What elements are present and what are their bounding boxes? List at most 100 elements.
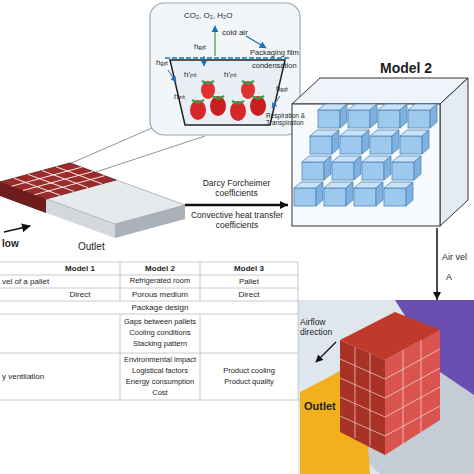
flow-arrow	[436, 228, 438, 300]
pallet-side	[340, 340, 385, 455]
gas-label: CO₂, O₂, H₂O	[184, 11, 264, 20]
pallet-grid	[12, 167, 105, 195]
pallet-cube	[400, 130, 429, 154]
table-cell: Environmental impact	[120, 356, 200, 365]
table-cell: Direct	[40, 290, 120, 299]
pallet-cube	[392, 156, 421, 180]
coefficient-symbol: hₑₓₜ	[194, 42, 214, 51]
pallet-cfd	[298, 300, 474, 474]
pallet-grid	[340, 340, 440, 446]
pallet-model	[0, 163, 185, 238]
table-cell: y ventilation	[2, 372, 102, 381]
node-text: Outlet	[304, 400, 354, 413]
condensation-label: condensation	[252, 62, 302, 71]
node-title: Airflow direction	[300, 318, 344, 338]
zoom-line	[96, 136, 205, 172]
pallet-front	[385, 330, 440, 455]
cut-label: A	[446, 272, 460, 282]
table-rule	[298, 262, 299, 400]
heat-arrow	[168, 70, 176, 82]
table-rule	[200, 262, 201, 301]
gas-arrow	[214, 26, 215, 56]
table-rule	[0, 262, 298, 263]
table-rule	[0, 275, 298, 276]
zoom-line	[60, 128, 152, 168]
node-title: Model 2	[380, 60, 460, 76]
table-rule	[0, 314, 298, 315]
packaging-film	[165, 57, 290, 59]
pallet-side	[0, 182, 46, 213]
flow-arrow	[185, 204, 288, 207]
node-title: Outlet	[78, 241, 122, 253]
strawberry-leaf	[192, 81, 264, 104]
table-rule	[0, 353, 298, 354]
pallet-cube	[348, 104, 377, 128]
cold-air-arrow	[246, 36, 266, 48]
table-cell: Gaps between pallets	[120, 318, 200, 327]
table-cell: Product cooling	[200, 367, 298, 376]
coefficient-symbol: hₑₓₜ	[276, 84, 296, 93]
edge-label: Darcy Forcheimer coefficients	[187, 179, 287, 199]
room-model-box: Model 2	[288, 58, 474, 228]
cold-air-label: cold air	[222, 28, 262, 37]
table-rule	[0, 288, 298, 289]
table-cell: Cooling conditions	[120, 329, 200, 338]
pallet-cube	[310, 130, 339, 154]
coefficient-symbol: h'ᵢₙₜ	[224, 70, 244, 79]
table-cell: Pallet	[200, 277, 298, 286]
coefficient-label: Convective heat transfer coefficients	[182, 211, 292, 231]
table-rule	[0, 400, 298, 401]
zoom-inset	[60, 3, 300, 172]
pallet-cube	[378, 104, 407, 128]
pallet-cube	[302, 156, 331, 180]
room-side	[440, 78, 468, 226]
pallet-cube	[354, 182, 383, 206]
room-top	[292, 78, 468, 104]
pallet-cfd-box: Airflow directionOutlet	[298, 300, 474, 474]
table-header: Model 2	[120, 264, 200, 273]
table-rule	[200, 314, 201, 400]
heat-arrow	[204, 56, 205, 66]
heat-arrow	[272, 96, 280, 108]
table-cell: Stacking pattern	[120, 340, 200, 349]
room-model	[292, 78, 468, 226]
pallet-cube	[318, 104, 347, 128]
table-cell: Porous medium	[120, 290, 200, 299]
pallet-cube	[370, 130, 399, 154]
table-grid	[0, 262, 298, 400]
respiration-label: Respiration & Transpiration	[266, 112, 306, 127]
pallet-model-box: Outlet	[0, 145, 185, 263]
pallet-cube	[340, 130, 369, 154]
table-cell: Package design	[60, 303, 260, 312]
pallet-cube	[332, 156, 361, 180]
table-rule	[0, 301, 298, 302]
airflow-label: low	[2, 238, 32, 250]
table-cell: Energy consumption	[120, 378, 200, 387]
pallet-cube	[408, 104, 437, 128]
table-cell: Product quality	[200, 378, 298, 387]
pallet-cube	[294, 182, 323, 206]
coefficient-symbol: hₑₓₜ	[156, 58, 176, 67]
room-front	[292, 104, 440, 226]
table-cell: vel of a pallet	[2, 277, 112, 286]
coefficient-symbol: h'ᵢₙₜ	[184, 70, 204, 79]
coefficient-symbol: hᵢₙₜ	[174, 92, 194, 101]
pallet-cube	[362, 156, 391, 180]
table-rule	[120, 314, 121, 400]
film-label: Packaging film	[250, 49, 310, 58]
table-cell: Direct	[200, 290, 298, 299]
table-header: Model 3	[200, 264, 298, 273]
cfd-background	[298, 300, 474, 474]
airflow-arrow	[316, 342, 336, 362]
table-cell: Logistical factors	[120, 367, 200, 376]
table-header: Model 1	[40, 264, 120, 273]
table-rule	[120, 262, 121, 301]
pallet-cube	[324, 182, 353, 206]
table-cell: Refrigerated room	[120, 277, 200, 286]
duct-top	[0, 163, 185, 224]
airflow-arrow	[4, 226, 30, 232]
table-cell: Cost	[120, 389, 200, 398]
pallet-cube	[384, 182, 413, 206]
